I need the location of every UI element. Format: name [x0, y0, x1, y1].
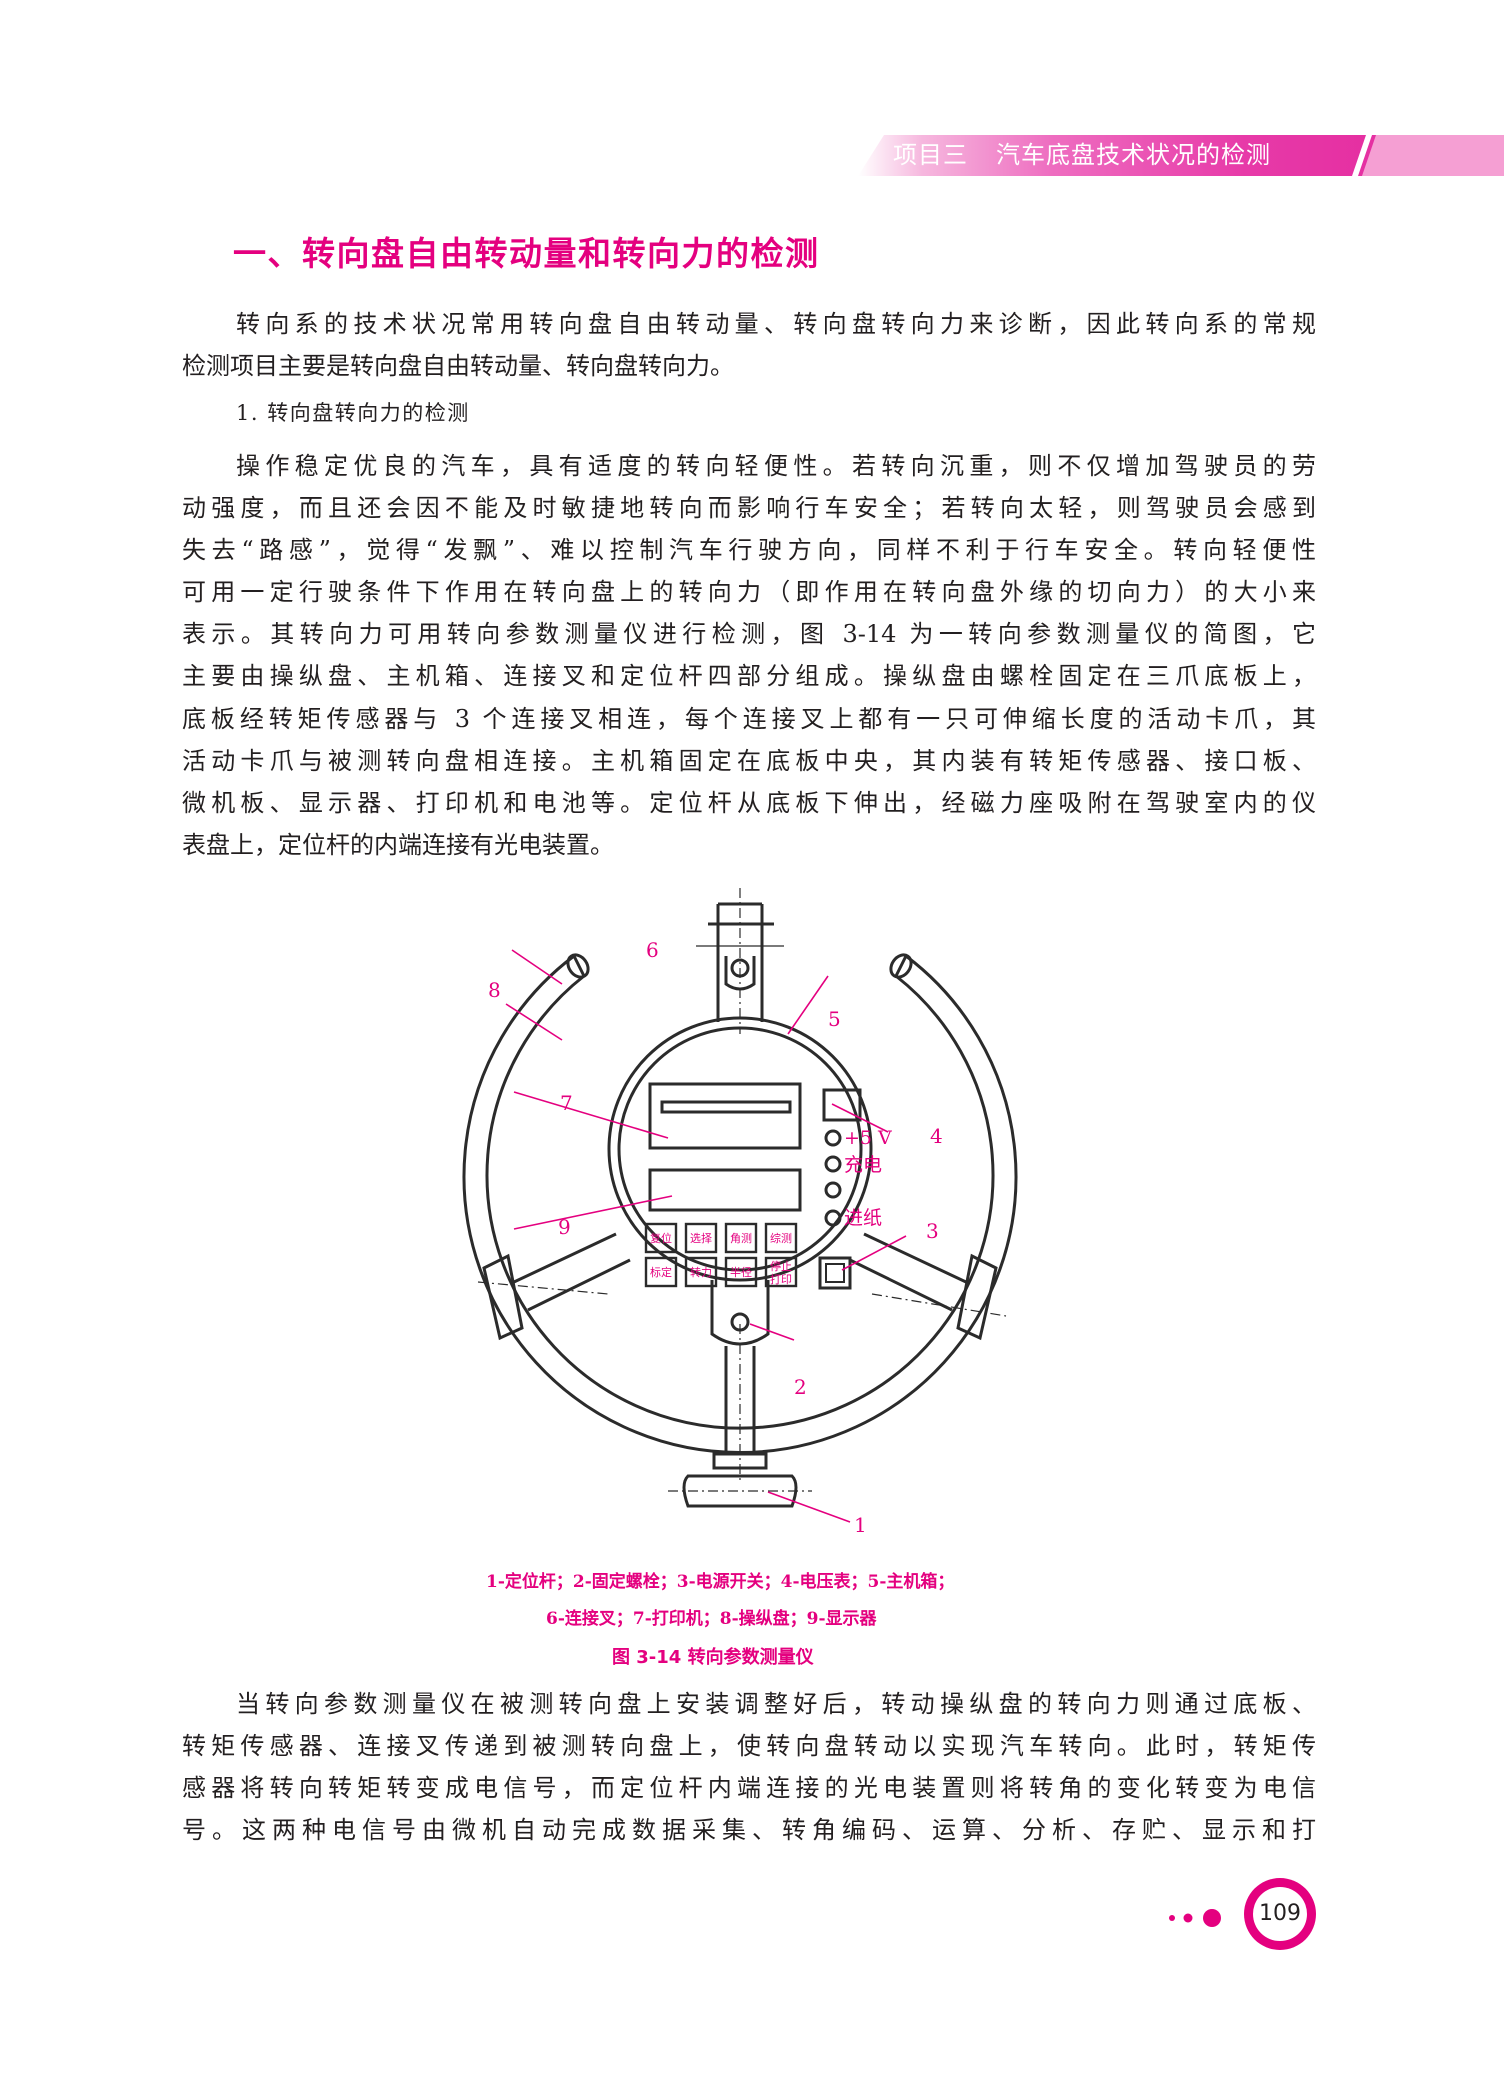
key-reset: 复位 [650, 1231, 672, 1245]
text-line: 转向系的技术状况常用转向盘自由转动量、转向盘转向力来诊断，因此转向系的常规 [236, 310, 1316, 338]
intro-paragraph: 转向系的技术状况常用转向盘自由转动量、转向盘转向力来诊断，因此转向系的常规 检测… [182, 303, 1316, 387]
label-paper-feed: 进纸 [844, 1207, 882, 1229]
callout-8: 8 [488, 978, 501, 1002]
text-line: 操作稳定优良的汽车，具有适度的转向轻便性。若转向沉重，则不仅增加驾驶员的劳 [236, 452, 1316, 480]
header-banner-tail [1362, 135, 1504, 176]
callout-9: 9 [558, 1215, 571, 1239]
text-line: 感器将转向转矩转变成电信号，而定位杆内端连接的光电装置则将转角的变化转变为电信 [182, 1774, 1316, 1803]
callout-4: 4 [930, 1124, 943, 1148]
closing-paragraph: 当转向参数测量仪在被测转向盘上安装调整好后，转动操纵盘的转向力则通过底板、 转矩… [182, 1683, 1316, 1851]
text-line: 当转向参数测量仪在被测转向盘上安装调整好后，转动操纵盘的转向力则通过底板、 [236, 1690, 1316, 1718]
wheel-rim-inner [485, 974, 995, 1430]
text-line: 失去“路感”，觉得“发飘”、难以控制汽车行驶方向，同样不利于行车安全。转向轻便性 [182, 536, 1316, 565]
key-select: 选择 [690, 1231, 712, 1245]
page-number: 109 [1253, 1887, 1307, 1941]
key-stop: 停止 [770, 1259, 792, 1273]
key-calibrate: 标定 [650, 1265, 672, 1279]
figure-caption-title: 图 3-14 转向参数测量仪 [612, 1647, 814, 1668]
key-force: 转力 [690, 1265, 712, 1279]
text-line: 表盘上，定位杆的内端连接有光电装置。 [182, 830, 614, 859]
callout-1: 1 [854, 1513, 867, 1537]
callout-3: 3 [926, 1219, 939, 1243]
text-line: 号。这两种电信号由微机自动完成数据采集、转角编码、运算、分析、存贮、显示和打 [182, 1816, 1316, 1845]
locating-rod-foot [682, 1474, 798, 1508]
text-line: 检测项目主要是转向盘自由转动量、转向盘转向力。 [182, 352, 734, 381]
text-line: 底板经转矩传感器与 3 个连接叉相连，每个连接叉上都有一只可伸缩长度的活动卡爪，… [182, 704, 1316, 733]
body-paragraph: 操作稳定优良的汽车，具有适度的转向轻便性。若转向沉重，则不仅增加驾驶员的劳 动强… [182, 445, 1316, 866]
text-line: 微机板、显示器、打印机和电池等。定位杆从底板下伸出，经磁力座吸附在驾驶室内的仪 [182, 788, 1316, 817]
header-chapter: 汽车底盘技术状况的检测 [996, 141, 1271, 169]
running-header: 项目三汽车底盘技术状况的检测 [893, 137, 1271, 173]
header-project: 项目三 [893, 141, 968, 169]
key-radius: 半径 [730, 1265, 752, 1279]
figure-legend-line2: 6-连接叉；7-打印机；8-操纵盘；9-显示器 [546, 1609, 877, 1629]
key-combined: 综测 [770, 1231, 792, 1245]
key-print: 打印 [770, 1272, 792, 1286]
text-line: 表示。其转向力可用转向参数测量仪进行检测，图 3-14 为一转向参数测量仪的简图… [182, 620, 1316, 649]
text-line: 可用一定行驶条件下作用在转向盘上的转向力（即作用在转向盘外缘的切向力）的大小来 [182, 578, 1316, 607]
locating-rod [710, 1280, 770, 1346]
display [648, 1168, 802, 1212]
section-title: 一、转向盘自由转动量和转向力的检测 [233, 234, 820, 273]
text-line: 转矩传感器、连接叉传递到被测转向盘上，使转向盘转动以实现汽车转向。此时，转矩传 [182, 1732, 1316, 1761]
fork-lower-right [849, 1232, 967, 1312]
callout-6: 6 [646, 938, 659, 962]
figure-steering-parameter-meter: 6 8 5 7 4 9 3 2 1 +5 V 充电 进纸 复位 选择 角测 综测… [458, 884, 1024, 1552]
fork-lower-left [513, 1232, 631, 1312]
figure-legend-line1: 1-定位杆；2-固定螺栓；3-电源开关；4-电压表；5-主机箱； [486, 1572, 955, 1592]
label-charge: 充电 [844, 1154, 882, 1176]
callout-5: 5 [828, 1007, 841, 1031]
printer [648, 1082, 802, 1150]
power-switch [818, 1256, 852, 1290]
key-angle: 角测 [730, 1232, 752, 1245]
text-line: 动强度，而且还会因不能及时敏捷地转向而影响行车安全；若转向太轻，则驾驶员会感到 [182, 494, 1316, 523]
callout-2: 2 [794, 1375, 807, 1399]
text-line: 主要由操纵盘、主机箱、连接叉和定位杆四部分组成。操纵盘由螺栓固定在三爪底板上， [182, 662, 1316, 691]
steering-meter-diagram: 6 8 5 7 4 9 3 2 1 +5 V 充电 进纸 复位 选择 角测 综测… [462, 888, 1018, 1537]
subsection-title: 1. 转向盘转向力的检测 [236, 401, 470, 425]
label-voltage: +5 V [844, 1127, 892, 1149]
voltmeter [822, 1088, 862, 1122]
callout-7: 7 [560, 1091, 573, 1115]
page-number-dots [1169, 1909, 1221, 1927]
text-line: 活动卡爪与被测转向盘相连接。主机箱固定在底板中央，其内装有转矩传感器、接口板、 [182, 746, 1316, 775]
